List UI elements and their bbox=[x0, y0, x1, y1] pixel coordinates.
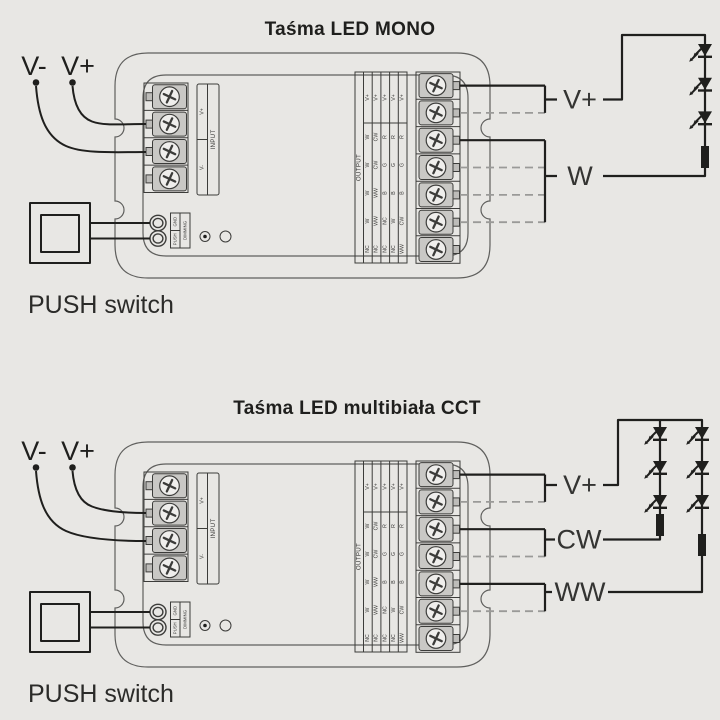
case-outer-outline bbox=[114, 52, 491, 279]
output-mapping-table: OUTPUT V+ V+ V+ V+ V+ W CW R R R W CW G … bbox=[354, 71, 408, 264]
table-cell: B bbox=[391, 191, 397, 195]
indicator-led bbox=[199, 231, 211, 242]
output-label: OUTPUT bbox=[356, 154, 363, 181]
table-cell: W bbox=[365, 162, 371, 167]
led-strip-cct bbox=[603, 418, 711, 594]
channel-cw-label: CW bbox=[557, 525, 602, 555]
push-switch-body bbox=[29, 591, 91, 653]
resistor bbox=[656, 514, 664, 536]
vplus-node bbox=[69, 79, 76, 86]
vplus-connector bbox=[543, 85, 557, 113]
resistor bbox=[701, 146, 709, 168]
table-cell: R bbox=[400, 135, 406, 139]
table-cell: G bbox=[382, 163, 388, 167]
table-cell: G bbox=[391, 163, 397, 167]
table-cell: WW bbox=[374, 216, 380, 226]
vminus-node bbox=[32, 79, 40, 86]
table-cell: G bbox=[400, 163, 406, 167]
table-cell: R bbox=[382, 135, 388, 139]
table-cell: NC bbox=[391, 245, 397, 253]
ww-connector bbox=[543, 583, 552, 612]
table-cell: WW bbox=[374, 188, 380, 198]
table-cell: W bbox=[391, 218, 397, 223]
table-cell: V+ bbox=[382, 94, 388, 101]
table-cell: CW bbox=[374, 161, 380, 170]
wire-vminus-input bbox=[35, 85, 147, 154]
led-circuit-cw-branch bbox=[603, 420, 662, 541]
vplus-connector bbox=[543, 474, 557, 502]
table-cell: CW bbox=[400, 217, 406, 226]
vminus-label: V- bbox=[21, 51, 47, 81]
table-cell: WW bbox=[400, 244, 406, 254]
diagram-cct: Taśma LED multibiała CCT V- V+ PUSH swit… bbox=[21, 398, 711, 708]
input-vminus-label: V- bbox=[199, 165, 205, 170]
led-controller-bottom bbox=[115, 442, 490, 667]
channel-vplus-label: V+ bbox=[563, 470, 597, 500]
diagram-mono: Taśma LED MONO V- V+ PUSH switch V+ W bbox=[21, 19, 714, 319]
vplus-node bbox=[69, 464, 76, 471]
vminus-label: V- bbox=[21, 436, 47, 466]
table-cell: B bbox=[400, 191, 406, 195]
input-vplus-label: V+ bbox=[199, 108, 205, 115]
table-cell: W bbox=[365, 134, 371, 139]
led-circuit-rail bbox=[603, 418, 704, 594]
table-cell: V+ bbox=[400, 94, 406, 101]
wire-vplus-input bbox=[71, 470, 147, 514]
led-circuit-wire bbox=[603, 33, 707, 178]
diagram-title: Taśma LED multibiała CCT bbox=[233, 398, 481, 419]
wire-vplus-input bbox=[71, 85, 147, 126]
gnd-label: GND bbox=[173, 217, 178, 227]
led-controller: V+ V- INPUT GND PUSH DIMMING OUTPUT V+ V… bbox=[114, 52, 491, 279]
channel-ww-label: WW bbox=[555, 577, 606, 607]
table-cell: V+ bbox=[365, 94, 371, 101]
table-cell: CW bbox=[374, 133, 380, 142]
resistor bbox=[698, 534, 706, 556]
dimming-terminals: GND PUSH DIMMING bbox=[149, 212, 191, 249]
channel-w-label: W bbox=[567, 161, 593, 191]
vminus-node bbox=[32, 464, 40, 471]
led-strip-mono bbox=[603, 33, 714, 178]
vplus-label: V+ bbox=[61, 436, 95, 466]
push-switch-button bbox=[40, 603, 80, 642]
wire-vminus-input bbox=[35, 470, 147, 542]
table-cell: NC bbox=[374, 245, 380, 253]
input-label: INPUT bbox=[210, 129, 217, 149]
table-cell: NC bbox=[382, 245, 388, 253]
push-switch bbox=[29, 202, 91, 264]
push-switch bbox=[29, 591, 91, 653]
table-cell: NC bbox=[382, 217, 388, 225]
input-label-strip: V+ V- INPUT bbox=[196, 83, 220, 196]
push-switch-label: PUSH switch bbox=[28, 680, 174, 708]
channel-vplus-label: V+ bbox=[563, 85, 597, 115]
vplus-label: V+ bbox=[61, 51, 95, 81]
w-connector bbox=[543, 140, 557, 223]
setup-button bbox=[219, 230, 232, 243]
table-cell: NC bbox=[365, 245, 371, 253]
push-label: PUSH bbox=[173, 233, 178, 245]
indicator-led-dot bbox=[203, 234, 207, 239]
push-switch-label: PUSH switch bbox=[28, 291, 174, 319]
push-switch-button bbox=[40, 214, 80, 253]
input-terminal-block bbox=[143, 82, 189, 193]
dimming-label: DIMMING bbox=[183, 220, 188, 240]
table-cell: V+ bbox=[374, 94, 380, 101]
push-switch-body bbox=[29, 202, 91, 264]
cw-connector bbox=[543, 529, 555, 557]
table-cell: W bbox=[365, 190, 371, 195]
table-cell: V+ bbox=[391, 94, 397, 101]
table-cell: B bbox=[382, 191, 388, 195]
table-cell: W bbox=[365, 218, 371, 223]
diagram-title: Taśma LED MONO bbox=[265, 19, 436, 40]
output-terminal-block bbox=[415, 71, 461, 264]
table-cell: R bbox=[391, 135, 397, 139]
